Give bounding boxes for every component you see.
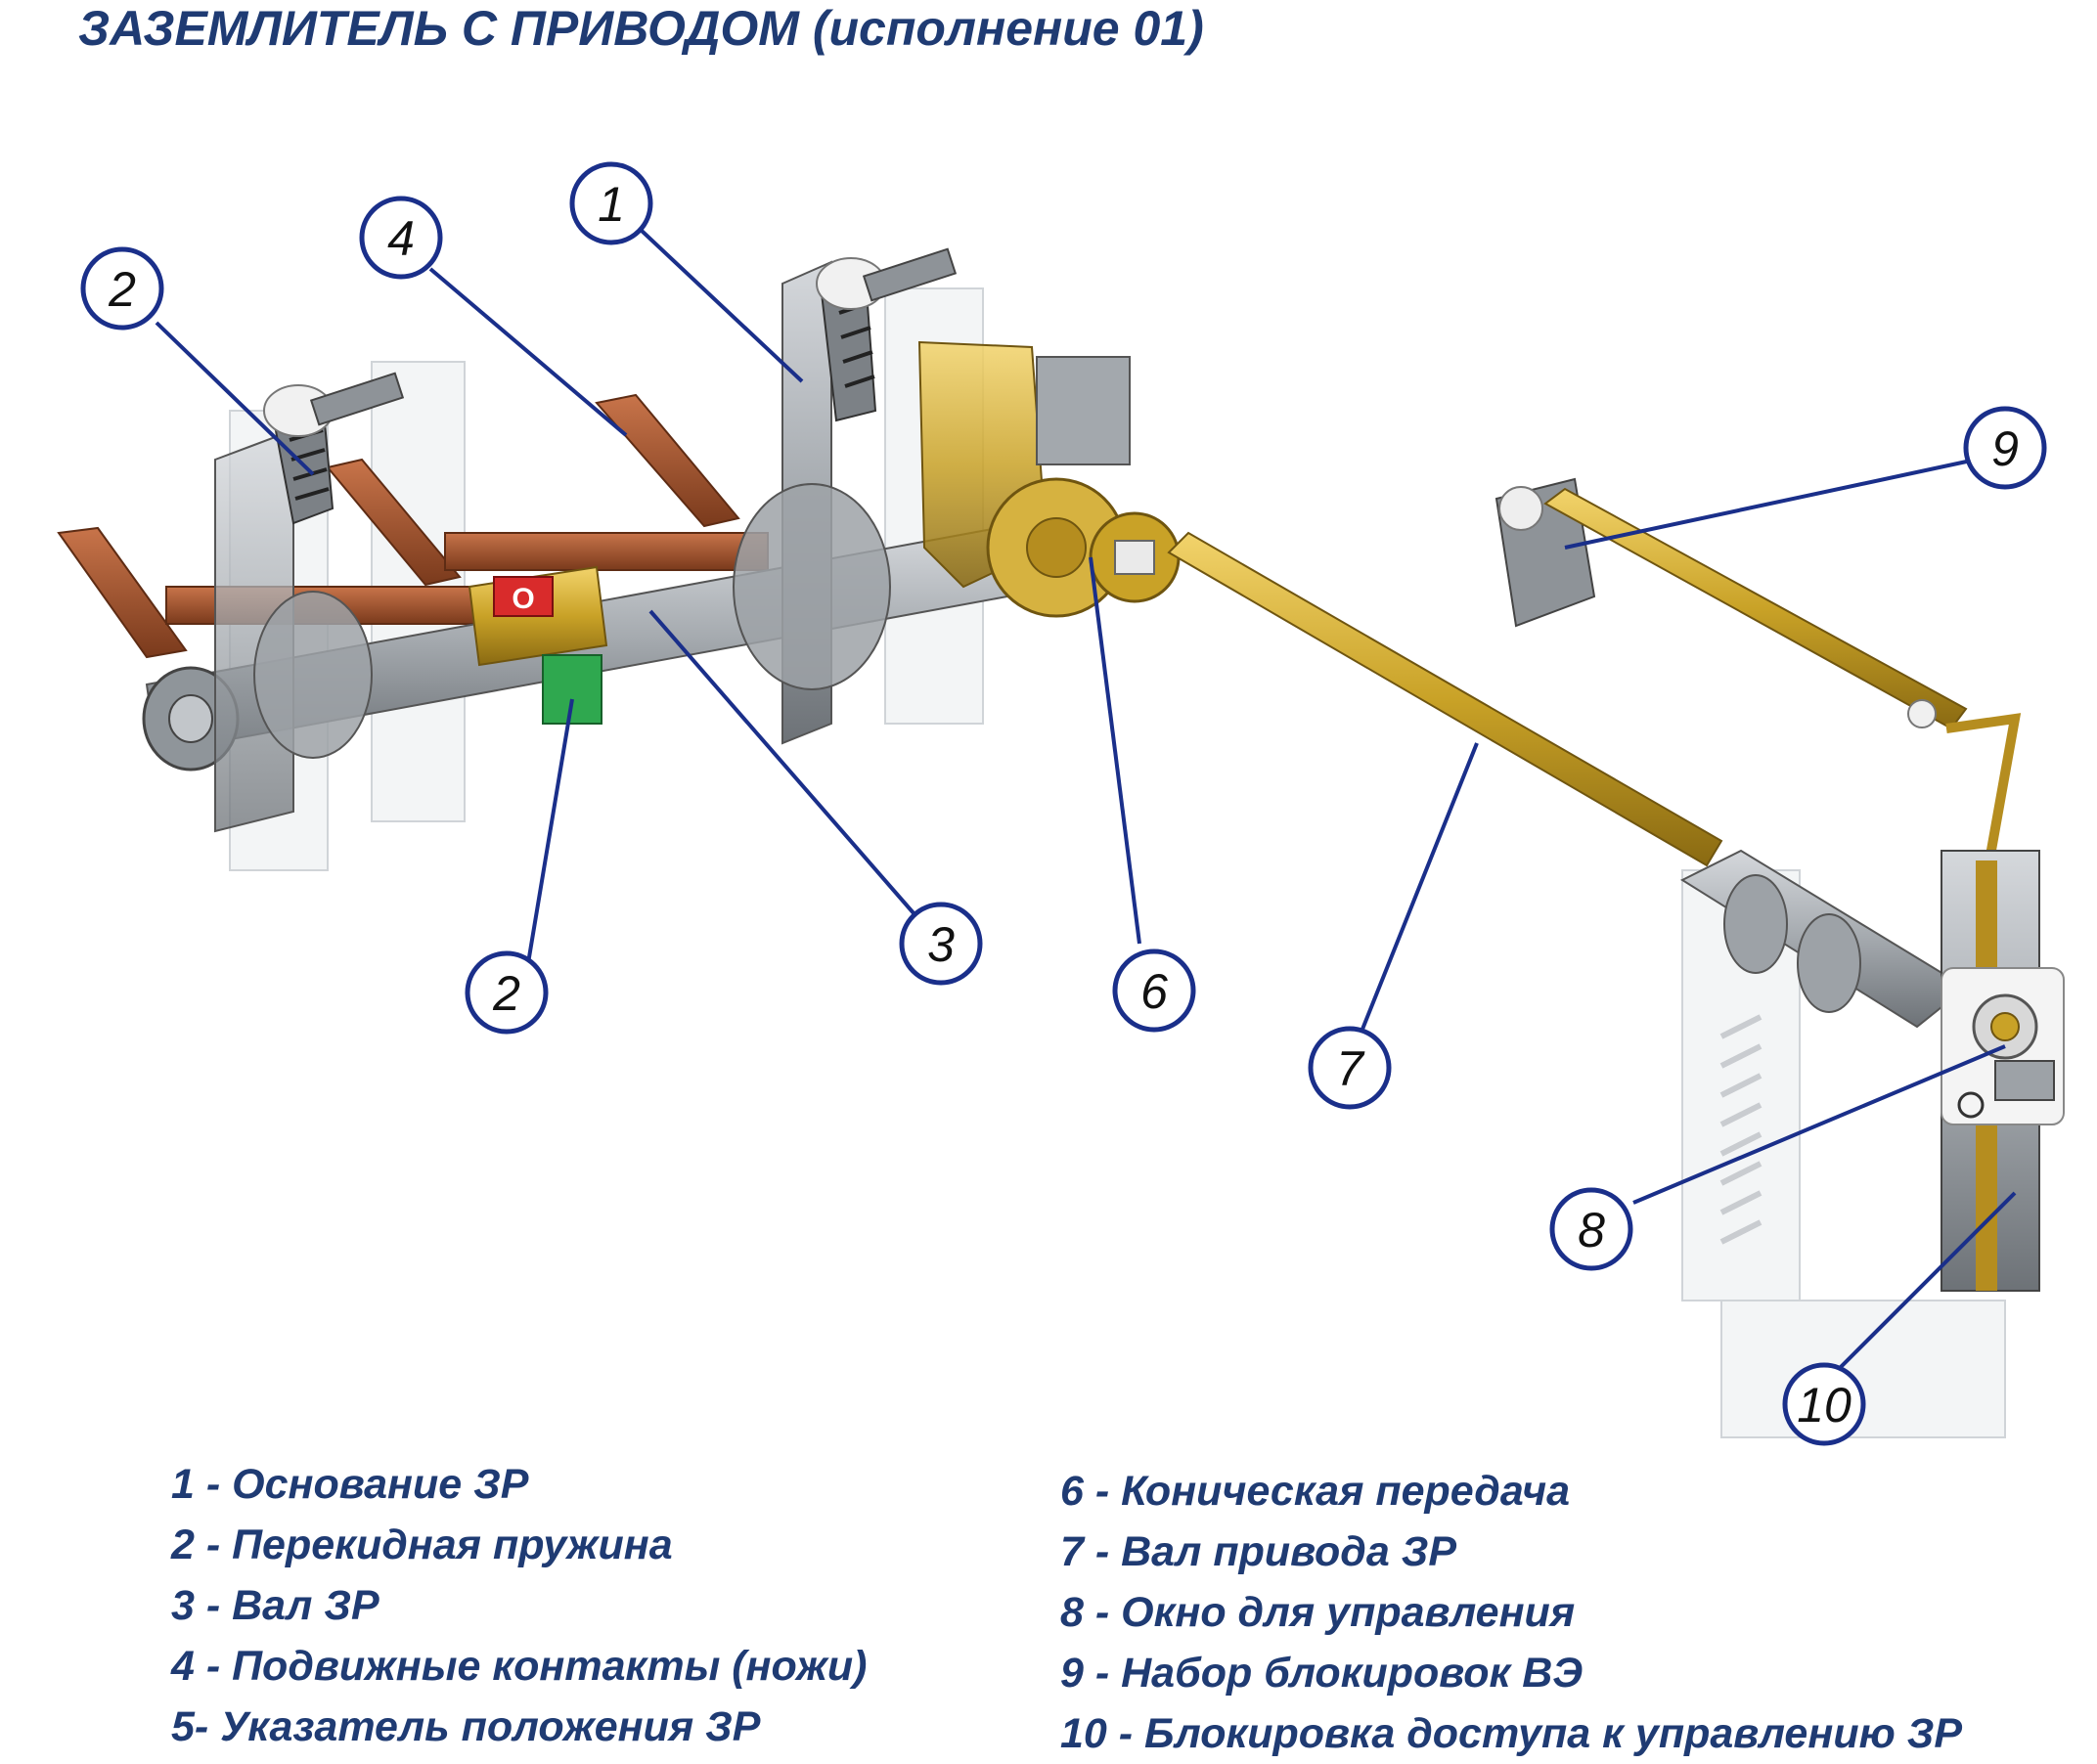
- control-access-panel: [1941, 850, 2065, 1292]
- callout-2-top-label: 2: [108, 262, 136, 317]
- callout-2-bottom-circle: [465, 950, 549, 1035]
- legend-item-2: 2 - Перекидная пружина: [171, 1521, 673, 1568]
- legend-right: 6 - Коническая передача 7 - Вал привода …: [1060, 1461, 1962, 1764]
- callout-4-circle: [359, 196, 443, 280]
- page-title: ЗАЗЕМЛИТЕЛЬ С ПРИВОДОМ (исполнение 01): [78, 1, 1204, 56]
- legend-item-8: 8 - Окно для управления: [1060, 1589, 1576, 1636]
- callout-1-circle: [569, 161, 653, 245]
- interlock-set: [1495, 477, 2022, 857]
- legend-item-3: 3 - Вал ЗР: [171, 1582, 379, 1629]
- callout-6-label: 6: [1140, 964, 1168, 1019]
- callout-2-bottom-label: 2: [492, 966, 520, 1021]
- earthing-switch-base: [214, 260, 891, 833]
- indicator-open-mark: O: [512, 583, 534, 615]
- callout-10-label: 10: [1797, 1378, 1852, 1433]
- callout-8-circle: [1549, 1187, 1633, 1271]
- drive-shaft: [1167, 531, 1723, 867]
- legend-item-7: 7 - Вал привода ЗР: [1060, 1528, 1457, 1575]
- toggle-springs: [263, 247, 958, 525]
- legend-item-5: 5- Указатель положения ЗР: [171, 1703, 761, 1750]
- legend-item-9: 9 - Набор блокировок ВЭ: [1060, 1650, 1584, 1697]
- callout-1-label: 1: [598, 177, 625, 232]
- callout-9-circle: [1963, 406, 2047, 490]
- callout-3-circle: [899, 902, 983, 986]
- callout-10-circle: [1782, 1362, 1866, 1446]
- callout-circles: [80, 161, 2047, 1446]
- callout-8-label: 8: [1578, 1203, 1605, 1257]
- legend-item-4: 4 - Подвижные контакты (ножи): [171, 1643, 868, 1690]
- callout-6-circle: [1112, 948, 1196, 1033]
- callout-2-top-circle: [80, 246, 164, 331]
- legend-item-10: 10 - Блокировка доступа к управлению ЗР: [1060, 1710, 1963, 1757]
- callout-leaders: [155, 228, 2017, 1371]
- position-indicator: O: [468, 565, 608, 725]
- movable-contact-knives: [57, 393, 769, 659]
- callout-7-circle: [1308, 1026, 1392, 1110]
- bevel-gear-box: [917, 340, 1181, 618]
- legend-item-1: 1 - Основание ЗР: [171, 1461, 529, 1508]
- legend-item-6: 6 - Коническая передача: [1060, 1468, 1571, 1515]
- callout-9-label: 9: [1991, 421, 2019, 476]
- callout-4-label: 4: [387, 211, 415, 266]
- callout-3-label: 3: [927, 917, 955, 972]
- callout-numbers: 1 4 2 2 3 6 7 9 8 10: [108, 177, 2019, 1433]
- legend-left: 1 - Основание ЗР 2 - Перекидная пружина …: [171, 1454, 867, 1757]
- callout-7-label: 7: [1336, 1041, 1365, 1096]
